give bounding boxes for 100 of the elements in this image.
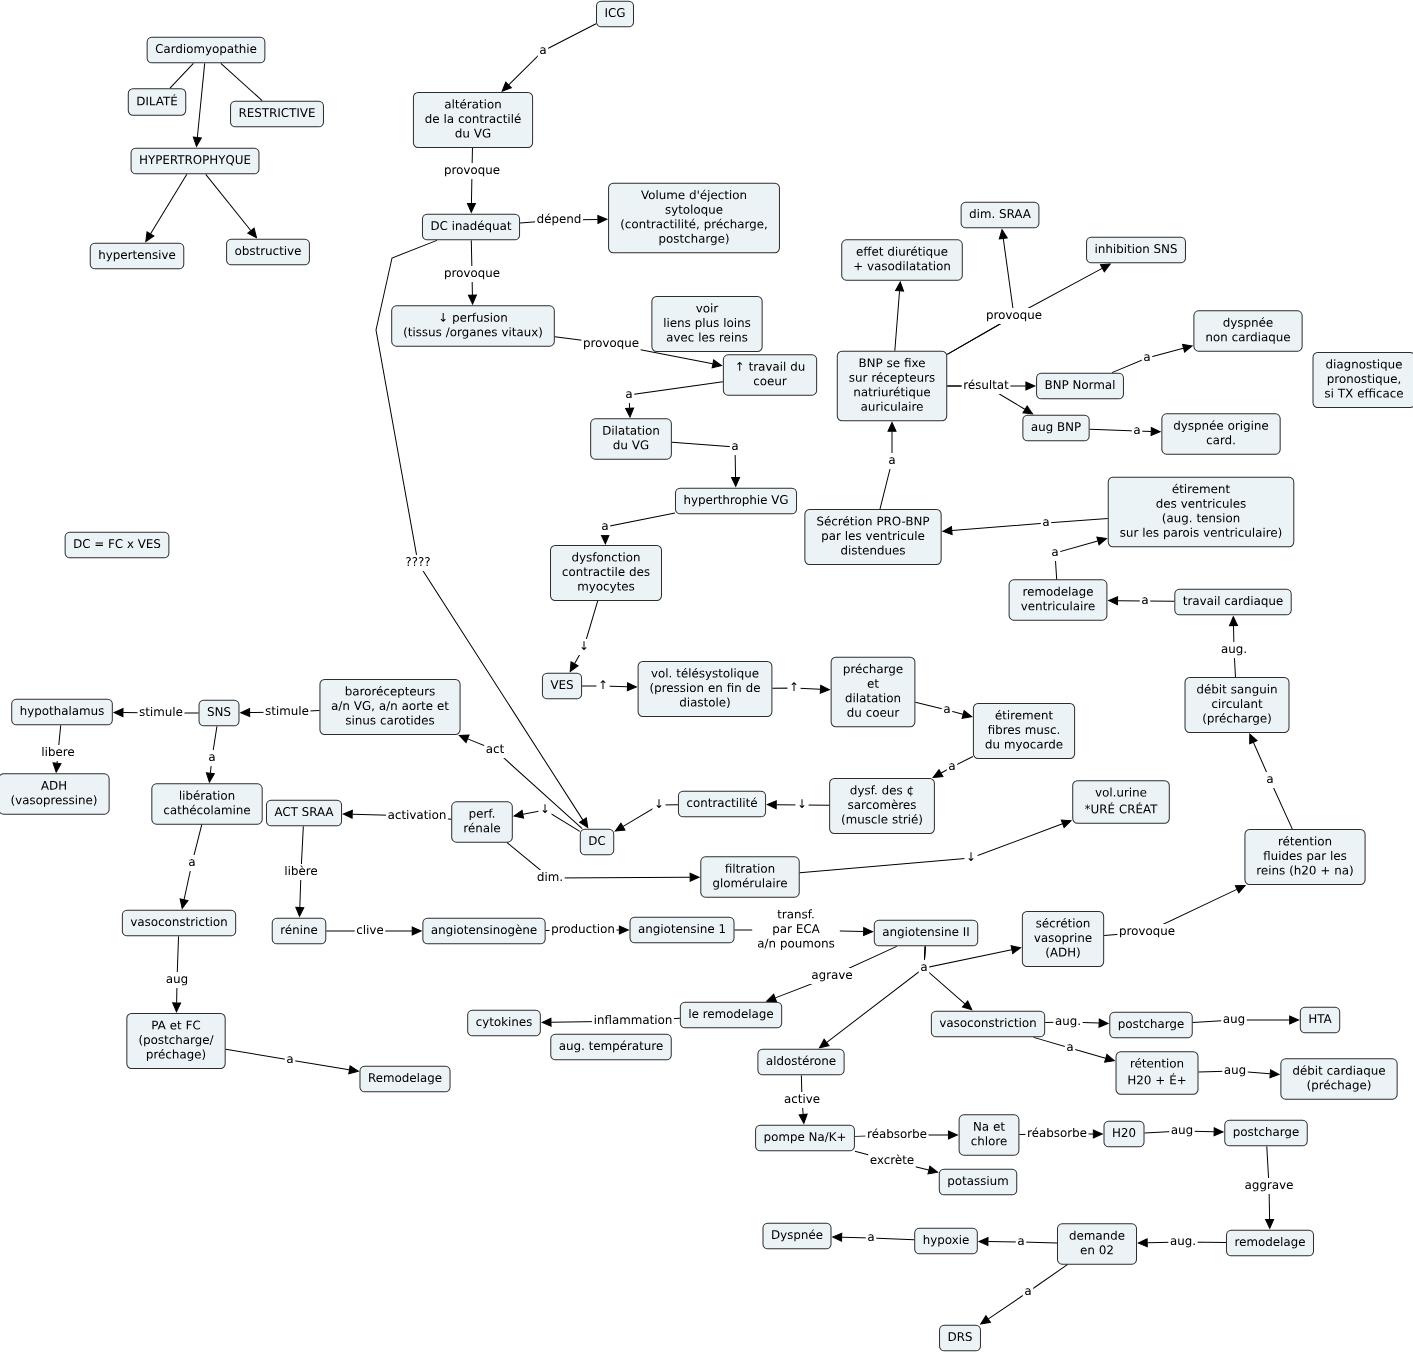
concept-box: Na et chlore xyxy=(958,1114,1020,1156)
edge-label: provoque xyxy=(984,307,1044,325)
arrow xyxy=(1265,1145,1275,1229)
edge-label: a xyxy=(918,959,930,977)
arrow xyxy=(879,421,897,510)
concept-box: vasoconstriction xyxy=(121,909,237,937)
concept-box: aldostérone xyxy=(757,1048,845,1076)
edge-label: transf. par ECA a/n poumons xyxy=(752,907,840,953)
edge-label: aug xyxy=(1169,1122,1195,1140)
arrow xyxy=(932,756,974,778)
arrow xyxy=(501,23,597,92)
concept-box: sécrétion vasoprine (ADH) xyxy=(1021,911,1105,967)
edge-label: a xyxy=(886,452,898,470)
arrow xyxy=(980,1264,1068,1325)
edge-label: a xyxy=(1064,1039,1076,1057)
arrow xyxy=(145,173,188,243)
edge-label: a xyxy=(206,749,218,767)
concept-box: H20 xyxy=(1103,1120,1145,1148)
arrow xyxy=(819,945,926,1049)
concept-box: BNP se fixe sur récepteurs natriurétique auriculaire xyxy=(836,350,948,422)
concept-box: débit cardiaque (préchage) xyxy=(1280,1058,1398,1100)
concept-box: rénine xyxy=(271,917,327,945)
concept-box: dyspnée origine card. xyxy=(1161,413,1281,455)
concept-box: Dilatation du VG xyxy=(590,418,672,460)
concept-box: rétention fluides par les reins (h20 + na) xyxy=(1244,829,1366,885)
arrow xyxy=(625,381,724,418)
edge-label: a xyxy=(1040,514,1052,532)
concept-box: ADH (vasopressine) xyxy=(0,773,110,815)
edge-label: ↓ xyxy=(964,849,978,867)
concept-box: diagnostique pronostique, si TX efficace xyxy=(1312,352,1413,408)
edge-label: dim. xyxy=(535,869,565,887)
edge-label: active xyxy=(782,1091,822,1109)
arrow xyxy=(205,173,257,239)
edge-label: a xyxy=(186,854,198,872)
arrow xyxy=(192,62,206,147)
arrow xyxy=(1249,733,1293,830)
edge-label: provoque xyxy=(442,162,502,180)
arrow xyxy=(179,824,203,909)
arrow xyxy=(52,724,62,773)
concept-box: demande en 02 xyxy=(1057,1223,1138,1265)
arrow xyxy=(1033,1036,1115,1063)
concept-box: débit sanguin circulant (précharge) xyxy=(1184,677,1290,733)
edge-label: agrave xyxy=(809,967,855,985)
concept-box: perf. rénale xyxy=(451,801,513,843)
edge-label: ↓ xyxy=(652,796,666,814)
arrow xyxy=(1108,596,1175,606)
edge-label: a xyxy=(1022,1283,1034,1301)
edge-label: aug. xyxy=(1053,1013,1083,1031)
concept-box: DRS xyxy=(939,1324,981,1352)
concept-box: inhibition SNS xyxy=(1086,236,1186,264)
edge-label: provoque xyxy=(442,265,502,283)
concept-box: Remodelage xyxy=(359,1065,451,1093)
concept-box: remodelage ventriculaire xyxy=(1008,579,1108,621)
arrow xyxy=(375,239,589,829)
concept-box: dim. SRAA xyxy=(960,201,1040,229)
arrow xyxy=(766,800,830,810)
concept-box: PA et FC (postcharge/ préchage) xyxy=(126,1013,226,1069)
arrow xyxy=(581,682,637,692)
edge-label: libère xyxy=(282,863,320,881)
concept-box: dysf. des ¢ sarcomères (muscle strié) xyxy=(829,778,935,834)
arrow xyxy=(914,701,973,719)
concept-box: dysfonction contractile des myocytes xyxy=(550,545,662,601)
concept-box: cytokines xyxy=(467,1009,541,1037)
concept-box: barorécepteurs a/n VG, a/n aorte et sinus carotides xyxy=(319,679,461,735)
concept-box: pompe Na/K+ xyxy=(755,1124,855,1152)
edge-label: a xyxy=(1141,349,1153,367)
concept-box: potassium xyxy=(938,1168,1018,1196)
concept-box: Dyspnée xyxy=(762,1222,832,1250)
concept-box: SNS xyxy=(198,699,240,727)
edge-label: activation xyxy=(386,807,448,825)
concept-box: hypoxie xyxy=(914,1227,978,1255)
edge-label: aug. xyxy=(1219,641,1249,659)
arrow xyxy=(614,804,679,832)
concept-box: hyperthrophie VG xyxy=(675,487,798,515)
arrow xyxy=(205,725,218,783)
concept-box: vasoconstriction xyxy=(930,1010,1046,1038)
edge-label: aug. xyxy=(1168,1233,1198,1251)
edge-label: a xyxy=(537,42,549,60)
edge-label: a xyxy=(1264,771,1276,789)
edge-label: a xyxy=(941,701,953,719)
concept-box: Volume d'éjection sytoloque (contractilité, précharge, postcharge) xyxy=(608,182,780,254)
concept-box: HTA xyxy=(1299,1006,1341,1034)
concept-box: le remodelage xyxy=(679,1001,783,1029)
edge-label: dépend xyxy=(535,211,583,229)
concept-box: BNP Normal xyxy=(1036,372,1124,400)
concept-box: remodelage xyxy=(1226,1229,1314,1257)
concept-box: Cardiomyopathie xyxy=(146,36,266,64)
edge-label: a xyxy=(1015,1233,1027,1251)
concept-box: altération de la contractilé du VG xyxy=(412,92,534,148)
edge-label: réabsorbe xyxy=(865,1126,929,1144)
edge-label: ↑ xyxy=(596,677,610,695)
edge-label: a xyxy=(284,1051,296,1069)
arrow xyxy=(798,1074,808,1124)
edge-label: a xyxy=(1139,592,1151,610)
concept-box: filtration glomérulaire xyxy=(700,856,800,898)
arrow xyxy=(513,809,581,832)
concept-box: rétention H20 + É+ xyxy=(1115,1051,1199,1095)
concept-box: angiotensine II xyxy=(873,919,979,947)
edge-label: aug xyxy=(164,971,190,989)
edge-label: a xyxy=(1049,544,1061,562)
